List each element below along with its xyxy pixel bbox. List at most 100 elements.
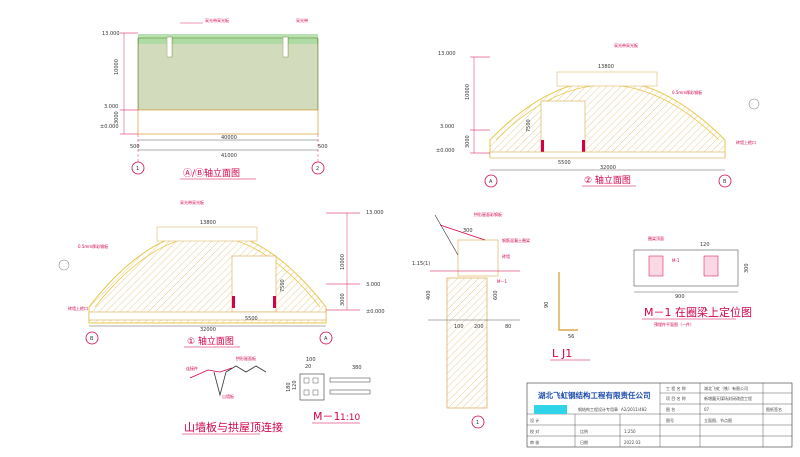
svg-text:100: 100 xyxy=(306,357,316,363)
axis1-elevation-title: ① 轴立面图 xyxy=(187,335,234,347)
m1-position-title: M－1 在圈梁上定位图 xyxy=(644,305,752,319)
svg-text:比例: 比例 xyxy=(580,428,588,434)
ab-axis-elevation-view: 13.000 3.000 ±0.000 10000 3000 采光带采光板 采光… xyxy=(100,17,328,180)
note-wall: 砖墙上檐口 xyxy=(736,139,756,145)
gable-roof-joint-detail: 拱形屋面板 连接件 山墙板 山墙板与拱屋顶连接 xyxy=(182,355,283,435)
svg-text:90: 90 xyxy=(544,302,550,308)
elev-13000: 13.000 xyxy=(102,31,120,37)
svg-text:180: 180 xyxy=(286,382,292,392)
elev-zero: ±0.000 xyxy=(436,148,455,154)
note-roof-panel: 拱形屋面彩钢板 xyxy=(474,211,502,217)
svg-text:立面图、节点图: 立面图、节点图 xyxy=(704,417,732,423)
ab-elevation-title: Ⓐ/Ⓑ轴立面图 xyxy=(183,167,240,179)
j1-title: J1 xyxy=(561,347,572,360)
elev-label: 1.15(1) xyxy=(412,261,430,267)
arch-outline xyxy=(88,230,327,324)
company-logo xyxy=(534,405,567,414)
note-panel: 0.5mm厚彩钢板 xyxy=(672,89,702,95)
dim-13800: 13800 xyxy=(598,64,614,70)
elev-zero: ±0.000 xyxy=(100,124,119,130)
skylight-band xyxy=(556,71,658,87)
elev-3000: 3.000 xyxy=(366,282,380,288)
m1-position-subtitle: 预埋件平面图（一件） xyxy=(654,321,694,327)
m1-label: M-1 xyxy=(672,258,680,263)
svg-text:56: 56 xyxy=(568,334,574,340)
svg-text:日期: 日期 xyxy=(580,439,588,445)
elev-3000: 3.000 xyxy=(104,104,118,110)
svg-text:B: B xyxy=(723,179,727,185)
seal-text: 钢结构工程设计专用章 xyxy=(578,406,618,412)
svg-text:120: 120 xyxy=(292,380,298,390)
m1-detail-scale: 1:10 xyxy=(340,413,360,423)
note-connector: 连接件 xyxy=(186,365,198,371)
anchor-bar xyxy=(329,377,371,383)
skylight-strip xyxy=(138,34,318,44)
wall-section-detail: 拱形屋面彩钢板 钢筋混凝土圈梁 砖墙 M－1 1.15(1) 300 400 6… xyxy=(412,211,530,429)
svg-text:600: 600 xyxy=(493,290,499,300)
note-roof-panel: 拱形屋面板 xyxy=(236,355,256,361)
note-brick: 砖墙 xyxy=(502,253,510,259)
m1-detail-title: M－1 xyxy=(313,410,341,423)
svg-text:图 名: 图 名 xyxy=(666,406,675,412)
title-block: 湖北飞虹钢结构工程有限责任公司 A2/2011/482 钢结构工程设计专用章 工… xyxy=(526,382,793,448)
dim-500-right: 500 xyxy=(318,144,328,150)
dim-7500: 7500 xyxy=(280,279,286,292)
hatched-wall-panel xyxy=(137,37,319,111)
section-mark-icon xyxy=(58,259,70,271)
svg-text:400: 400 xyxy=(426,290,432,300)
dim-32000: 32000 xyxy=(600,165,616,171)
plate-front xyxy=(299,373,325,401)
note-gable-panel: 山墙板 xyxy=(222,393,234,399)
dim-10000: 10000 xyxy=(465,84,471,100)
note-skylight-panel: 采光带采光板 xyxy=(205,17,229,23)
date-value: 2022.03 xyxy=(624,440,641,445)
svg-text:80: 80 xyxy=(505,324,511,330)
anchor-bar xyxy=(329,389,371,395)
note-m1: M－1 xyxy=(497,279,507,284)
embedded-plate xyxy=(648,255,664,277)
dim-40000: 40000 xyxy=(221,135,237,141)
svg-text:1: 1 xyxy=(136,166,139,172)
svg-text:20: 20 xyxy=(305,364,311,370)
elev-zero: ±0.000 xyxy=(366,309,385,315)
axis-bubble-1 xyxy=(471,415,485,429)
svg-text:300: 300 xyxy=(744,263,750,273)
elev-13000: 13.000 xyxy=(366,210,384,216)
axis-1-elevation-view: 13.000 3.000 ±0.000 10000 7500 3000 1380… xyxy=(58,199,385,348)
note-skylight: 采光带 xyxy=(296,17,308,23)
svg-text:B: B xyxy=(90,336,94,342)
j1-prefix: L xyxy=(552,347,559,360)
svg-text:A: A xyxy=(489,179,493,185)
svg-text:湖北飞虹（铁）有限公司: 湖北飞虹（铁）有限公司 xyxy=(704,385,748,391)
dim-5500: 5500 xyxy=(245,316,258,322)
angle-profile xyxy=(558,272,578,331)
skylight-band xyxy=(156,226,258,242)
svg-text:设 计: 设 计 xyxy=(530,417,539,423)
ring-beam xyxy=(457,239,499,277)
note-panel: 0.5mm厚彩钢板 xyxy=(78,243,108,249)
svg-text:380: 380 xyxy=(352,365,362,371)
door-opening xyxy=(540,100,586,158)
svg-text:120: 120 xyxy=(700,242,710,248)
svg-text:1: 1 xyxy=(476,420,479,426)
axis-bubble-b xyxy=(718,174,732,188)
dim-10000: 10000 xyxy=(114,59,120,75)
svg-text:项 目 名 称: 项 目 名 称 xyxy=(666,395,686,401)
sheet-number: 07 xyxy=(704,407,710,412)
svg-text:校 对: 校 对 xyxy=(530,428,539,434)
dim-500-left: 500 xyxy=(130,144,140,150)
dim-13800: 13800 xyxy=(200,220,216,226)
elev-13000: 13.000 xyxy=(438,51,456,57)
dim-32000: 32000 xyxy=(200,327,216,333)
dim-7500: 7500 xyxy=(526,119,532,132)
svg-text:图纸签名: 图纸签名 xyxy=(766,406,782,412)
m1-embedded-plate-detail: 100 20 380 180 120 M－1 1:10 xyxy=(286,357,371,424)
scale-value: 1:250 xyxy=(624,429,636,434)
axis-bubble-a xyxy=(319,331,333,345)
note-ring-beam: 钢筋混凝土圈梁 xyxy=(502,237,530,243)
drawing-number: A2/2011/482 xyxy=(621,407,647,412)
svg-text:A: A xyxy=(324,336,328,342)
note-skylight: 采光带采光板 xyxy=(180,199,204,205)
svg-text:2: 2 xyxy=(316,166,319,172)
